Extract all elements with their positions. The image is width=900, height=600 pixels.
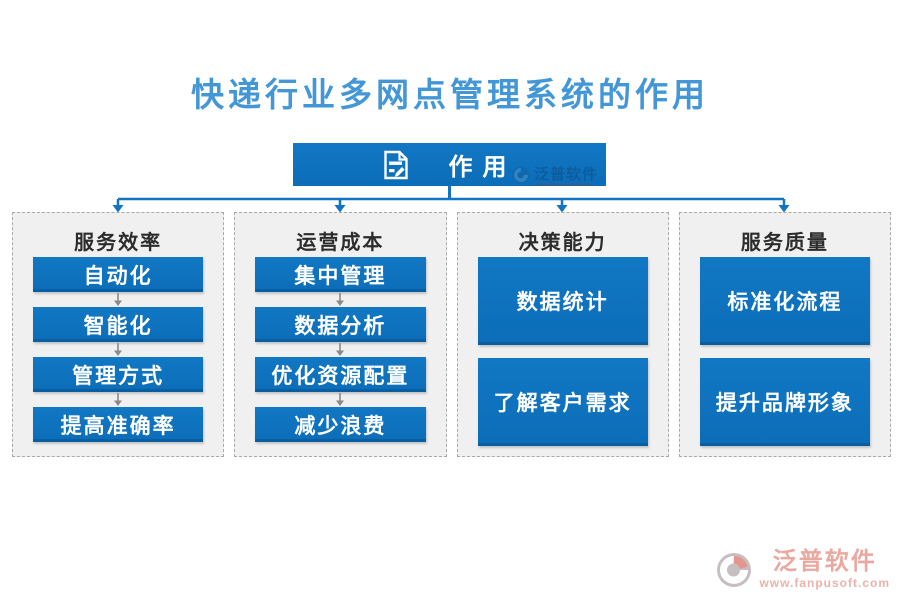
column-header: 服务质量 bbox=[740, 232, 829, 254]
columns: 服务效率自动化智能化管理方式提高准确率运营成本集中管理数据分析优化资源配置减少浪… bbox=[12, 212, 891, 457]
column-operating-cost: 运营成本集中管理数据分析优化资源配置减少浪费 bbox=[234, 212, 447, 457]
diagram-node: 提高准确率 bbox=[33, 407, 204, 442]
down-arrow-icon bbox=[255, 342, 425, 357]
column-items: 标准化流程提升品牌形象 bbox=[680, 257, 890, 446]
diagram-node: 数据统计 bbox=[477, 257, 648, 345]
diagram-node: 集中管理 bbox=[255, 257, 426, 292]
column-service-quality: 服务质量标准化流程提升品牌形象 bbox=[678, 212, 891, 457]
down-arrow-icon bbox=[33, 392, 203, 407]
column-decision-ability: 决策能力数据统计了解客户需求 bbox=[456, 212, 669, 457]
diagram-node: 优化资源配置 bbox=[255, 357, 426, 392]
down-arrow-icon bbox=[255, 292, 425, 307]
column-items: 集中管理数据分析优化资源配置减少浪费 bbox=[235, 257, 445, 442]
brand-logo-icon bbox=[717, 553, 752, 587]
down-arrow-icon bbox=[255, 392, 425, 407]
diagram-node: 标准化流程 bbox=[699, 257, 870, 345]
diagram-node: 提升品牌形象 bbox=[699, 358, 870, 446]
diagram-node: 管理方式 bbox=[33, 357, 204, 392]
brand-watermark-url: www.fanpusoft.com bbox=[759, 575, 890, 590]
root-node: 作用 泛普软件 bbox=[293, 143, 606, 186]
watermark-overlay-text: 泛普软件 bbox=[533, 166, 598, 183]
column-items: 自动化智能化管理方式提高准确率 bbox=[13, 257, 223, 442]
page-title: 快递行业多网点管理系统的作用 bbox=[191, 78, 709, 114]
document-edit-icon bbox=[383, 150, 409, 180]
diagram-node: 减少浪费 bbox=[255, 407, 426, 442]
down-arrow-icon bbox=[33, 292, 203, 307]
column-items: 数据统计了解客户需求 bbox=[458, 257, 668, 446]
diagram-node: 智能化 bbox=[33, 307, 204, 342]
column-service-efficiency: 服务效率自动化智能化管理方式提高准确率 bbox=[12, 212, 225, 457]
diagram-node: 自动化 bbox=[33, 257, 204, 292]
connector-lines bbox=[112, 186, 790, 213]
root-node-label: 作用 bbox=[448, 155, 517, 181]
column-header: 决策能力 bbox=[518, 232, 607, 254]
brand-watermark: 泛普软件 www.fanpusoft.com bbox=[714, 550, 890, 590]
diagram-node: 数据分析 bbox=[255, 307, 426, 342]
watermark-overlay: 泛普软件 bbox=[511, 165, 598, 186]
diagram-node: 了解客户需求 bbox=[477, 358, 648, 446]
column-header: 运营成本 bbox=[296, 232, 385, 254]
brand-watermark-name: 泛普软件 bbox=[772, 549, 877, 576]
column-header: 服务效率 bbox=[74, 232, 163, 254]
down-arrow-icon bbox=[33, 342, 203, 357]
